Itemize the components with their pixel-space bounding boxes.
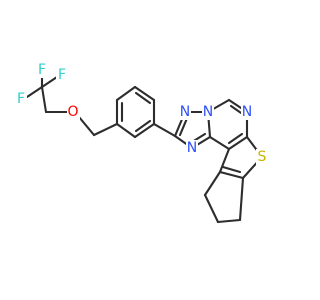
atom-n-bridgehead: N: [202, 104, 214, 120]
bond-cp-4: [238, 176, 245, 222]
atom-n-triazole-1: N: [186, 140, 198, 156]
atom-labels: F F F O N N N N: [15, 62, 268, 165]
bond-c-f-left: [25, 85, 44, 99]
bond-o-ch2: [77, 115, 96, 137]
atom-s-thiophene-label: S: [258, 149, 267, 165]
bond-pym-c-c-inner: [227, 132, 244, 145]
bond-cp-3: [216, 218, 242, 224]
atom-n-bridgehead-label: N: [203, 104, 213, 120]
bond-thio-c-c3a: [218, 147, 231, 174]
bond-cp-2: [203, 193, 220, 224]
bond-cp-1: [203, 170, 222, 197]
molecule-structure-diagram: F F F O N N N N: [15, 62, 268, 224]
atom-n-pyrimidine-label: N: [242, 104, 252, 120]
atom-f-top-label: F: [38, 62, 46, 78]
bond-cf3-ch2: [40, 85, 48, 114]
atom-o-ether: O: [67, 104, 80, 120]
bond-ch2-aryl: [92, 122, 119, 137]
bond-ph-5-inner: [134, 119, 152, 133]
bond-ph-3: [133, 85, 156, 102]
atom-n-triazole-3: N: [179, 104, 191, 120]
atom-o-ether-label: O: [67, 104, 78, 120]
bond-thio-c-c: [218, 170, 245, 180]
atom-n-pyrimidine: N: [241, 104, 253, 120]
bond-ph-2: [115, 85, 137, 102]
atom-s-thiophene: S: [256, 149, 268, 165]
atom-f-left-label: F: [17, 91, 25, 107]
bond-ph-5: [133, 122, 156, 139]
bond-aryl-triazole: [152, 122, 177, 138]
bond-c-f-right: [40, 75, 59, 89]
bond-ph-3-inner: [134, 91, 152, 105]
bond-ph-6: [115, 122, 137, 139]
atom-f-right-label: F: [58, 67, 66, 83]
atom-f-right: F: [56, 67, 68, 83]
bond-pym-c-c10: [208, 135, 231, 151]
bond-thio-c-c-inner: [221, 165, 242, 174]
bond-pym-c-c: [227, 135, 249, 151]
atom-n-triazole-3-label: N: [180, 104, 190, 120]
atom-n-triazole-1-label: N: [187, 140, 197, 156]
atom-f-top: F: [36, 62, 48, 78]
bonds: [25, 71, 264, 224]
atom-f-left: F: [15, 91, 27, 107]
